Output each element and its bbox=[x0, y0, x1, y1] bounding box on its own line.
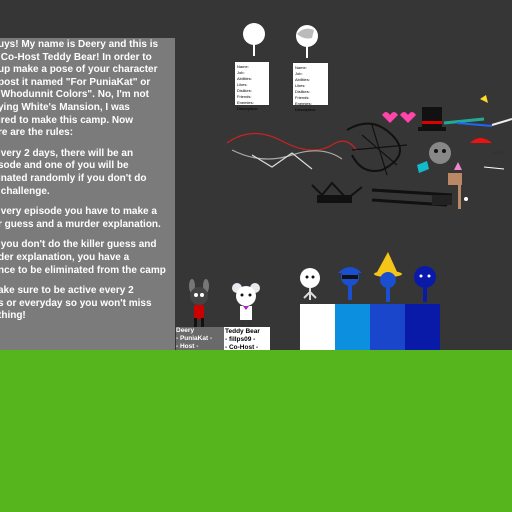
rules-line: sode and one of you will be bbox=[0, 160, 129, 172]
wizard-contestant bbox=[374, 252, 402, 302]
rules-line: re are the rules: bbox=[0, 127, 74, 139]
rules-text-panel: uys! My name is Deery and this is Co-Hos… bbox=[0, 38, 175, 350]
rules-line: inated randomly if you don't do bbox=[0, 172, 147, 184]
card-field: Enemies: bbox=[295, 101, 312, 106]
card-field: Job: bbox=[295, 71, 303, 76]
deery-name: Deery bbox=[176, 327, 195, 334]
green-ground bbox=[0, 350, 512, 512]
deery-role: - Host - bbox=[176, 343, 199, 350]
rules-line: s or everyday so you won't miss bbox=[0, 297, 152, 309]
teddy-user: - fillps09 - bbox=[225, 336, 256, 343]
wizard-contestant-info bbox=[370, 304, 405, 350]
card-field: Likes: bbox=[295, 83, 306, 88]
card-field: Friends: bbox=[295, 95, 310, 100]
rules-line: very episode you have to make a bbox=[0, 206, 157, 218]
navy-contestant-info bbox=[405, 304, 440, 350]
white-pin-icon bbox=[243, 23, 265, 56]
rules-line: r guess and a murder explanation. bbox=[0, 218, 161, 230]
card-field: Job: bbox=[237, 70, 245, 75]
card-field: Name: bbox=[237, 64, 249, 69]
rules-line: up make a pose of your character bbox=[0, 64, 158, 76]
rules-line: ired to make this camp. Now bbox=[0, 114, 134, 126]
deery-character bbox=[189, 279, 209, 328]
teddy-host-label: Teddy Bear - fillps09 - - Co-Host - bbox=[224, 327, 270, 351]
rules-line: uys! My name is Deery and this is bbox=[0, 39, 159, 50]
rules-line: post it named "For PuniaKat" or bbox=[0, 76, 151, 88]
card-field: Dislikes: bbox=[237, 88, 252, 93]
blue-contestant-info bbox=[335, 304, 370, 350]
rules-line: very 2 days, there will be an bbox=[0, 147, 134, 159]
card-field: Abilities: bbox=[237, 76, 252, 81]
card-field: Description: bbox=[237, 106, 259, 111]
white-contestant bbox=[300, 268, 320, 300]
character-card-right: Name:Job:Abilities:Likes:Dislikes:Friend… bbox=[292, 62, 329, 112]
rules-line: nce to be eliminated from the camp bbox=[0, 264, 166, 276]
card-field: Dislikes: bbox=[295, 89, 310, 94]
rules-line: thing! bbox=[0, 310, 26, 322]
card-field: Description: bbox=[295, 107, 317, 112]
rules-line: Co-Host Teddy Bear! In order to bbox=[0, 51, 152, 63]
rules-line: challenge. bbox=[0, 185, 50, 197]
deery-user: - PuniaKat - bbox=[176, 335, 213, 342]
character-card-left: Name:Job:Abilities:Likes:Dislikes:Friend… bbox=[234, 61, 270, 111]
rules-line: ying White's Mansion, I was bbox=[0, 101, 130, 113]
card-field: Name: bbox=[295, 65, 307, 70]
white-contestant-info bbox=[300, 304, 335, 350]
rules-line: ake sure to be active every 2 bbox=[0, 285, 134, 297]
card-field: Friends: bbox=[237, 94, 252, 99]
card-field: Enemies: bbox=[237, 100, 254, 105]
rules-line: der explanation, you have a bbox=[0, 251, 130, 263]
teddy-role: - Co-Host - bbox=[225, 344, 259, 351]
rules-line: Whodunnit Colors". No, I'm not bbox=[0, 89, 149, 101]
teddy-name: Teddy Bear bbox=[225, 328, 260, 335]
card-field: Abilities: bbox=[295, 77, 310, 82]
deery-host-label: Deery - PuniaKat - - Host - bbox=[176, 327, 224, 350]
props-collage bbox=[226, 95, 512, 209]
blue-contestant bbox=[338, 267, 362, 300]
card-field: Likes: bbox=[237, 82, 248, 87]
rules-line: you don't do the killer guess and bbox=[0, 239, 157, 251]
teddy-bear-character bbox=[232, 283, 260, 328]
rules-intro: uys! My name is Deery and this is Co-Hos… bbox=[0, 39, 175, 140]
gray-pin-icon bbox=[296, 25, 318, 58]
navy-contestant bbox=[414, 266, 436, 302]
